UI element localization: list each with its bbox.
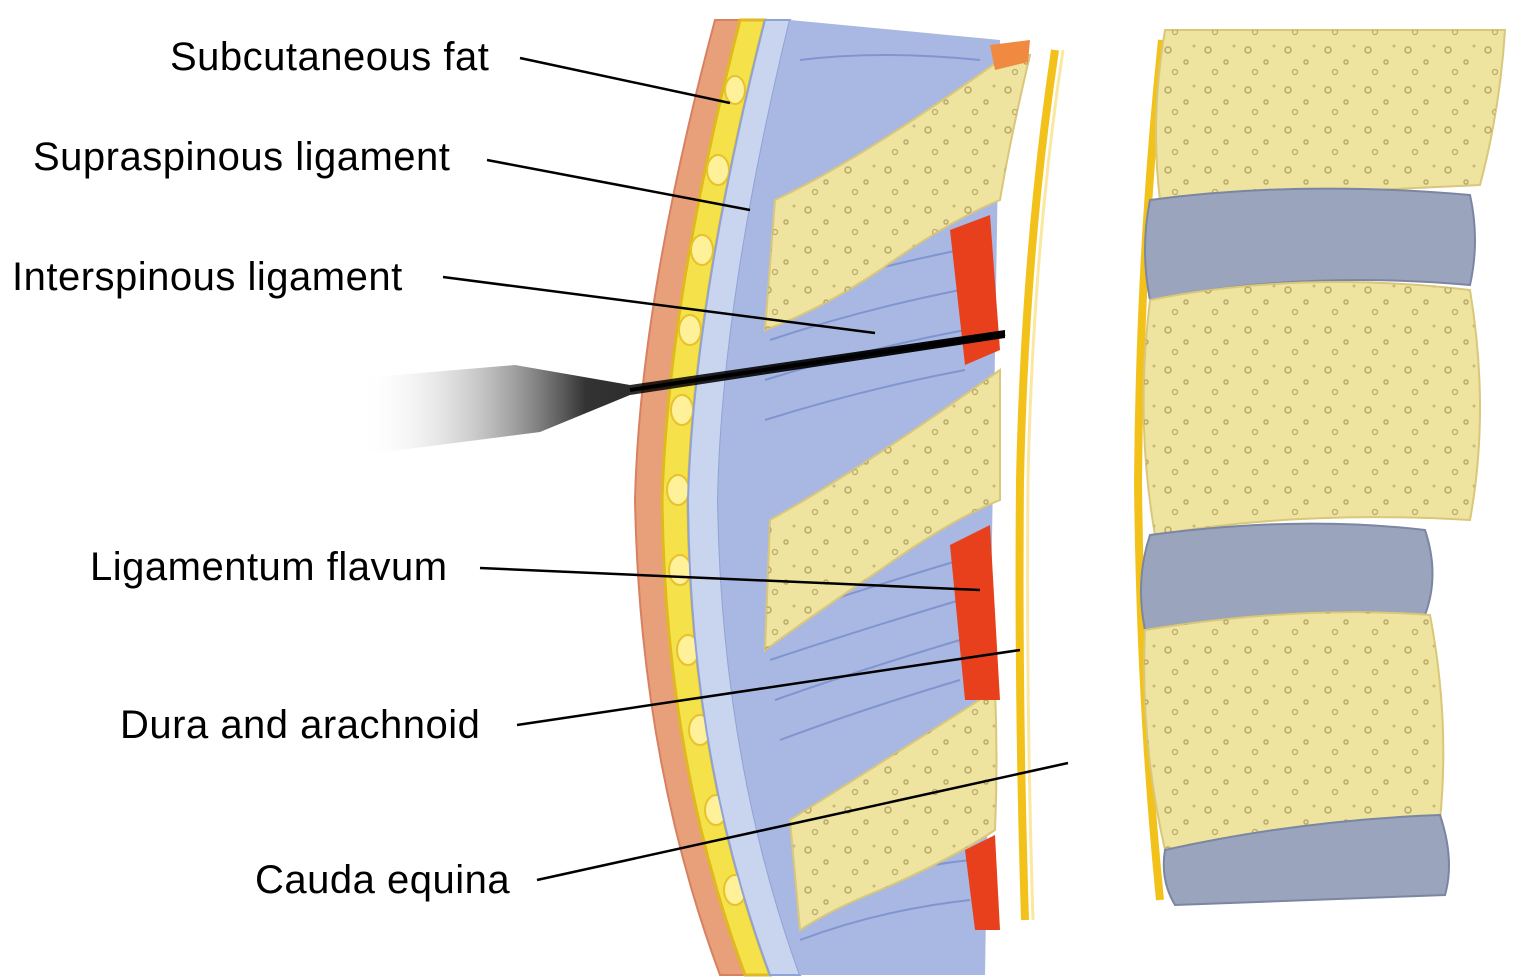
label-supraspinous-ligament: Supraspinous ligament [33,137,450,177]
vertebral-bodies [1141,30,1505,905]
label-ligamentum-flavum: Ligamentum flavum [90,547,448,587]
dura-arachnoid-line [1020,50,1055,920]
label-interspinous-ligament: Interspinous ligament [12,257,403,297]
label-subcutaneous-fat: Subcutaneous fat [170,37,489,77]
label-cauda-equina: Cauda equina [255,860,510,900]
label-dura-and-arachnoid: Dura and arachnoid [120,705,480,745]
